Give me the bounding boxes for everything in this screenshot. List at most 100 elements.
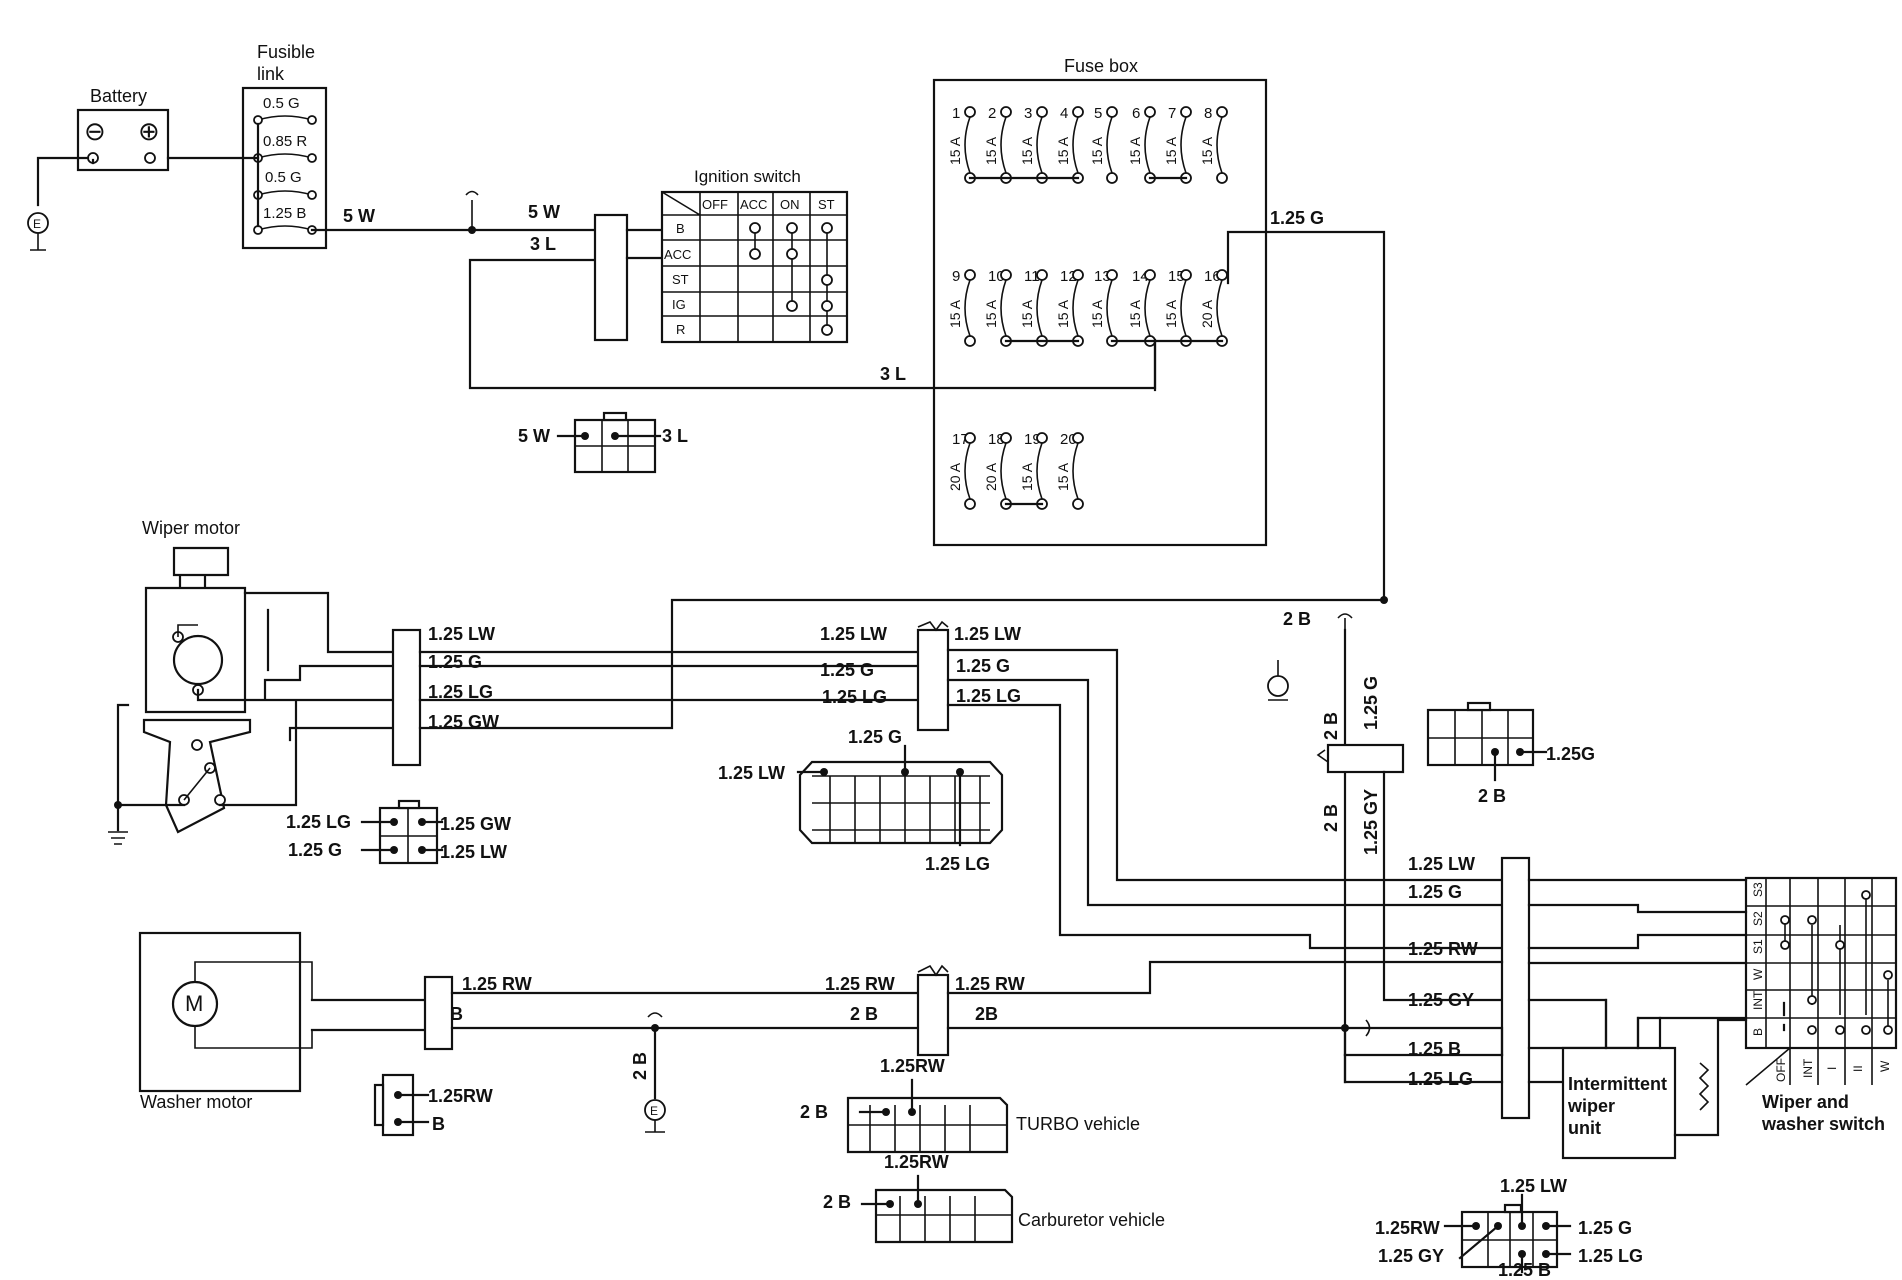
fuse-terminal-top: [1144, 269, 1156, 281]
fuse-number: 6: [1132, 105, 1140, 122]
wire-label-3l-b: 3 L: [880, 364, 906, 384]
svg-text:1.25 G: 1.25 G: [428, 652, 482, 672]
fuse-terminal-top: [1216, 269, 1228, 281]
carburetor-label: Carburetor vehicle: [1018, 1210, 1165, 1230]
battery-positive-icon: ⊕: [138, 116, 160, 146]
svg-text:1.25 RW: 1.25 RW: [462, 974, 532, 994]
fuse-element: [1180, 116, 1187, 174]
wiper-plug: [360, 799, 444, 865]
fuse-element: [1106, 279, 1113, 337]
svg-text:1.25 G: 1.25 G: [1578, 1218, 1632, 1238]
svg-text:E: E: [33, 217, 41, 231]
fuse-element: [1036, 116, 1043, 174]
battery-positive-terminal: [144, 152, 156, 164]
fuse-number: 18: [988, 431, 1005, 448]
fuse-element: [964, 279, 971, 337]
fuse-number: 9: [952, 268, 960, 285]
ign-row-st: ST: [672, 272, 689, 287]
svg-text:1.25 LW: 1.25 LW: [954, 624, 1021, 644]
fuse-number: 15: [1168, 268, 1185, 285]
fuse-element: [1000, 442, 1007, 500]
wiper-mid-connector: [916, 628, 950, 732]
fuse-number: 2: [988, 105, 996, 122]
power-connector: 5 W 3 L: [518, 411, 688, 474]
fuse-terminal-top: [1216, 106, 1228, 118]
svg-text:OFF: OFF: [1774, 1058, 1788, 1082]
fuse-rating: 15 A: [1055, 299, 1071, 328]
turbo-label: TURBO vehicle: [1016, 1114, 1140, 1134]
fuse-rating: 15 A: [1019, 462, 1035, 491]
fuse-terminal-top: [1000, 106, 1012, 118]
svg-text:wiper: wiper: [1567, 1096, 1615, 1116]
fuse-terminal-top: [1072, 269, 1084, 281]
side-connector: [1426, 701, 1548, 782]
fuse-rating: 15 A: [1199, 136, 1215, 165]
svg-text:S1: S1: [1751, 939, 1765, 954]
svg-text:2 B: 2 B: [823, 1192, 851, 1212]
svg-text:1.25 GW: 1.25 GW: [440, 814, 511, 834]
fuse-terminal-top: [1000, 269, 1012, 281]
fuse-element: [1180, 279, 1187, 337]
svg-text:1.25 LW: 1.25 LW: [1500, 1176, 1567, 1196]
fuse-element: [1036, 442, 1043, 500]
svg-text:2 B: 2 B: [800, 1102, 828, 1122]
wire-label-5w: 5 W: [343, 206, 375, 226]
fuse-element: [1216, 116, 1223, 174]
fuse-box: Fuse box: [932, 56, 1268, 547]
fuse-terminal-top: [1036, 106, 1048, 118]
svg-text:W: W: [1751, 968, 1765, 980]
svg-text:1.25RW: 1.25RW: [428, 1086, 493, 1106]
fuse-number: 14: [1132, 268, 1149, 285]
ign-col-st: ST: [818, 197, 835, 212]
fuse-terminal-top: [1072, 432, 1084, 444]
ignition-switch-label: Ignition switch: [694, 167, 801, 186]
fusible-link-rating-4: 1.25 B: [263, 205, 306, 222]
svg-text:S2: S2: [1751, 911, 1765, 926]
fuse-number: 20: [1060, 431, 1077, 448]
svg-text:2 B: 2 B: [1321, 804, 1341, 832]
ign-row-b: B: [676, 221, 685, 236]
fuse-element: [1144, 279, 1151, 337]
fuse-rating: 20 A: [983, 462, 999, 491]
svg-text:2B: 2B: [975, 1004, 998, 1024]
multi-pin-connector: [796, 744, 1004, 847]
fuse-rating: 15 A: [947, 299, 963, 328]
svg-text:2 B: 2 B: [1478, 786, 1506, 806]
battery: Battery ⊖ ⊕: [76, 86, 170, 172]
battery-negative-icon: ⊖: [84, 116, 106, 146]
svg-text:1.25 LG: 1.25 LG: [1408, 1069, 1473, 1089]
fuse-element: [1072, 442, 1079, 500]
fuse-terminal-bottom: [1072, 498, 1084, 510]
fuse-terminal-top: [1106, 269, 1118, 281]
fuse-terminal-bottom: [964, 335, 976, 347]
svg-text:1.25 LW: 1.25 LW: [440, 842, 507, 862]
svg-text:1.25G: 1.25G: [1546, 744, 1595, 764]
svg-text:2 B: 2 B: [630, 1052, 650, 1080]
svg-text:1.25 GY: 1.25 GY: [1361, 789, 1381, 855]
fuse-rating: 15 A: [1163, 299, 1179, 328]
fuse-rating: 15 A: [1019, 136, 1035, 165]
svg-text:unit: unit: [1568, 1118, 1601, 1138]
svg-text:S3: S3: [1751, 882, 1765, 897]
wire-label-3l: 3 L: [530, 234, 556, 254]
fuse-number: 5: [1094, 105, 1102, 122]
svg-text:2 B: 2 B: [1283, 609, 1311, 629]
fuse-rating: 15 A: [1055, 136, 1071, 165]
svg-text:2 B: 2 B: [1321, 712, 1341, 740]
fuse-element: [1216, 279, 1223, 337]
fuse-number: 13: [1094, 268, 1111, 285]
turbo-connector: [846, 1078, 1009, 1154]
svg-text:1.25 LW: 1.25 LW: [1408, 854, 1475, 874]
svg-text:1.25 LW: 1.25 LW: [718, 763, 785, 783]
svg-text:1.25 RW: 1.25 RW: [1408, 939, 1478, 959]
wiper-connector: [391, 628, 422, 767]
fuse-rating: 15 A: [1163, 136, 1179, 165]
fuse-element: [1000, 116, 1007, 174]
fuse-rating: 20 A: [1199, 299, 1215, 328]
washer-plug: [373, 1073, 430, 1137]
svg-text:1.25RW: 1.25RW: [884, 1152, 949, 1172]
wire-label-5w-b: 5 W: [528, 202, 560, 222]
svg-text:B: B: [450, 1004, 463, 1024]
svg-text:Intermittent: Intermittent: [1568, 1074, 1667, 1094]
